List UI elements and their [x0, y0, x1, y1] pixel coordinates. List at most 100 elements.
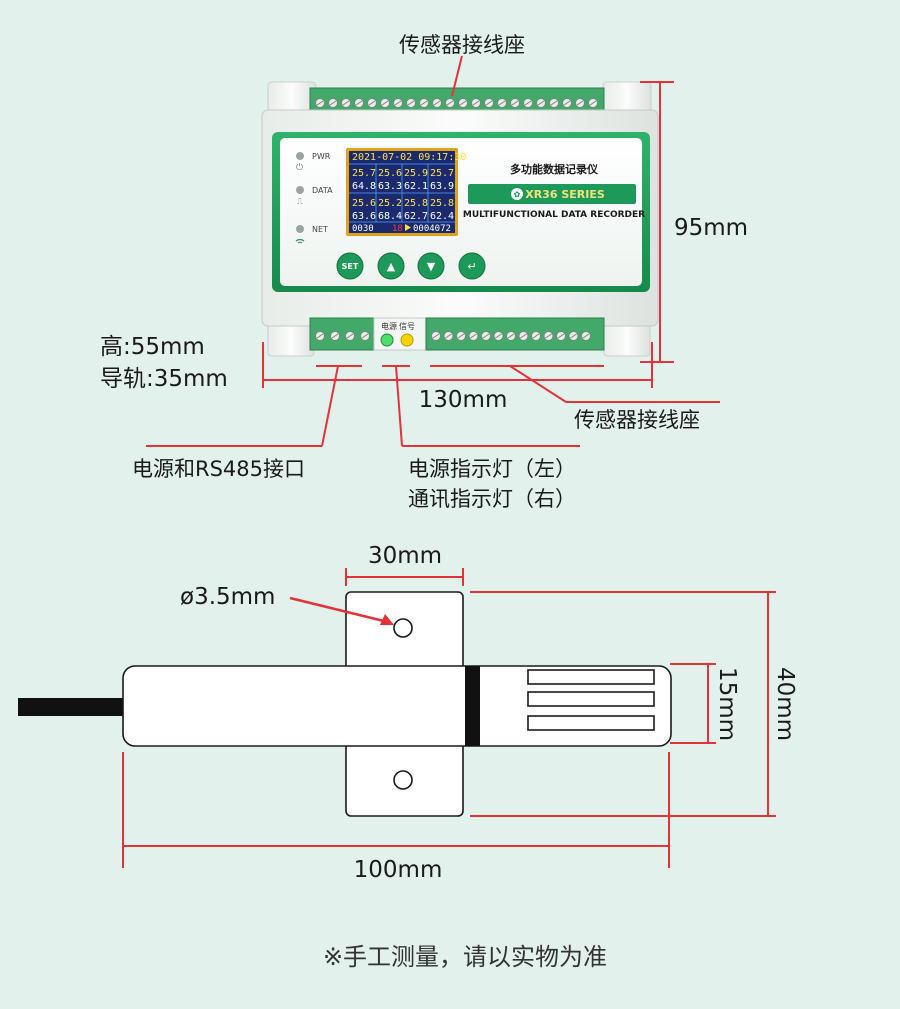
terminal-screw-slot	[511, 100, 519, 106]
terminal-screw-slot	[342, 100, 350, 106]
rail-clip-bottom-left	[267, 321, 315, 357]
bottom-terminal-screws	[315, 331, 591, 341]
label-vent-height: 15mm	[714, 667, 740, 741]
leader-hole	[289, 596, 389, 624]
terminal-screw-slot	[472, 100, 480, 106]
lcd-cell: 63.6	[352, 211, 376, 222]
probe-drawing	[18, 591, 672, 817]
enter-icon: ↵	[467, 260, 476, 273]
power-symbol-icon: ⏻	[296, 162, 303, 173]
terminal-screw-slot	[381, 100, 389, 106]
probe-vent-3	[527, 715, 655, 731]
terminal-screw-slot	[589, 100, 597, 106]
led-label-signal: 信号	[399, 321, 415, 331]
label-total-height: 40mm	[772, 667, 798, 741]
probe-cable	[18, 698, 124, 716]
probe-body	[122, 665, 672, 747]
terminal-screw-slot	[407, 100, 415, 106]
terminal-screw-slot	[420, 100, 428, 106]
brand-logo-mark: ✿	[514, 190, 521, 199]
indicator-pwr-label: PWR	[312, 152, 331, 161]
label-height-55: 高:55mm	[100, 334, 205, 360]
power-led-icon	[380, 333, 394, 347]
terminal-screw-slot	[459, 100, 467, 106]
device-title-cn: 多功能数据记录仪	[510, 162, 599, 176]
recorder-device: 电源 信号 PWR ⏻ DATA ⎍ NET 2021-07-02 09:17:…	[261, 81, 659, 357]
terminal-screw-slot	[576, 100, 584, 106]
lcd-cell: 63.3	[378, 181, 402, 192]
rail-clip-top-left	[267, 81, 317, 113]
probe-vent-1	[527, 669, 655, 685]
rail-clip-top-right	[602, 81, 652, 113]
terminal-screw-slot	[570, 333, 577, 339]
lcd-cell: 62.7	[404, 211, 428, 222]
mount-hole-bottom-icon	[393, 770, 413, 790]
label-dim-width: 130mm	[419, 387, 508, 413]
button-down[interactable]: ▼	[417, 252, 445, 280]
terminal-screw-slot	[507, 333, 515, 339]
terminal-screw-slot	[495, 333, 502, 339]
button-up[interactable]: ▲	[377, 252, 405, 280]
pwr-indicator-icon	[296, 152, 304, 160]
terminal-screw-slot	[557, 333, 565, 339]
lcd-grid	[349, 163, 455, 223]
terminal-screw-slot	[346, 333, 354, 339]
terminal-screw-slot	[545, 333, 552, 339]
label-sensor-top: 传感器接线座	[399, 33, 525, 57]
terminal-screw-slot	[537, 100, 545, 106]
terminal-screw-slot	[498, 100, 506, 106]
terminal-screw-slot	[433, 100, 441, 106]
terminal-screw-slot	[482, 333, 490, 339]
terminal-screw-slot	[446, 100, 454, 106]
label-led-comm: 通讯指示灯（右）	[408, 487, 576, 511]
label-rail-35: 导轨:35mm	[100, 366, 228, 392]
arrow-head-icon	[380, 614, 394, 625]
lcd-cell: 62.1	[404, 181, 428, 192]
lcd-cell: 25.8	[430, 198, 454, 209]
button-set[interactable]: SET	[336, 252, 364, 280]
lcd-footer-right: 0004072	[413, 224, 451, 234]
data-indicator-icon	[296, 186, 304, 194]
terminal-screw-slot	[361, 333, 369, 339]
label-led-power: 电源指示灯（左）	[408, 457, 576, 481]
leader-leds-diag	[395, 365, 403, 447]
terminal-screw-slot	[355, 100, 363, 106]
lcd-cell: 68.4	[378, 211, 402, 222]
lcd-cell: 25.6	[378, 168, 402, 179]
lcd-cell: 25.7	[352, 168, 376, 179]
lcd-cell: 63.9	[430, 181, 454, 192]
lcd-cell: 25.7	[430, 168, 454, 179]
terminal-screw-slot	[432, 333, 440, 339]
play-icon	[405, 224, 411, 231]
lcd-datetime: 2021-07-02 09:17:30	[352, 152, 466, 163]
leader-sensor-bottom-diag	[509, 365, 567, 403]
terminal-screw-slot	[331, 333, 339, 339]
label-tab-width: 30mm	[368, 543, 442, 569]
lcd-cell: 25.2	[378, 198, 402, 209]
label-length: 100mm	[354, 857, 443, 883]
indicator-net-label: NET	[312, 225, 328, 234]
device-subtitle: MULTIFUNCTIONAL DATA RECORDER	[463, 210, 645, 220]
label-sensor-bottom: 传感器接线座	[574, 408, 700, 432]
terminal-screw-slot	[394, 100, 402, 106]
button-set-label: SET	[342, 262, 359, 271]
terminal-screw-slot	[520, 333, 527, 339]
terminal-screw-slot	[470, 333, 477, 339]
terminal-screw-slot	[550, 100, 558, 106]
terminal-screw-slot	[582, 333, 590, 339]
lcd-footer-left: 0030	[352, 224, 374, 234]
arrow-down-icon: ▼	[427, 260, 436, 273]
lcd-cell: 25.8	[404, 198, 428, 209]
terminal-screw-slot	[316, 100, 324, 106]
lcd-cell: 62.4	[430, 211, 454, 222]
indicator-data-label: DATA	[312, 186, 333, 195]
pulse-icon: ⎍	[297, 197, 303, 206]
brand-logo-icon	[511, 188, 523, 200]
label-dim-height: 95mm	[674, 215, 748, 241]
terminal-screw-slot	[563, 100, 571, 106]
button-enter[interactable]: ↵	[458, 252, 486, 280]
led-label-power: 电源	[381, 321, 397, 331]
series-label: XR36 SERIES	[525, 188, 605, 201]
device-annotations: 传感器接线座 95mm 130mm 高:55mm 导轨:35mm 电源和RS48…	[100, 33, 748, 511]
wifi-icon	[295, 238, 305, 244]
